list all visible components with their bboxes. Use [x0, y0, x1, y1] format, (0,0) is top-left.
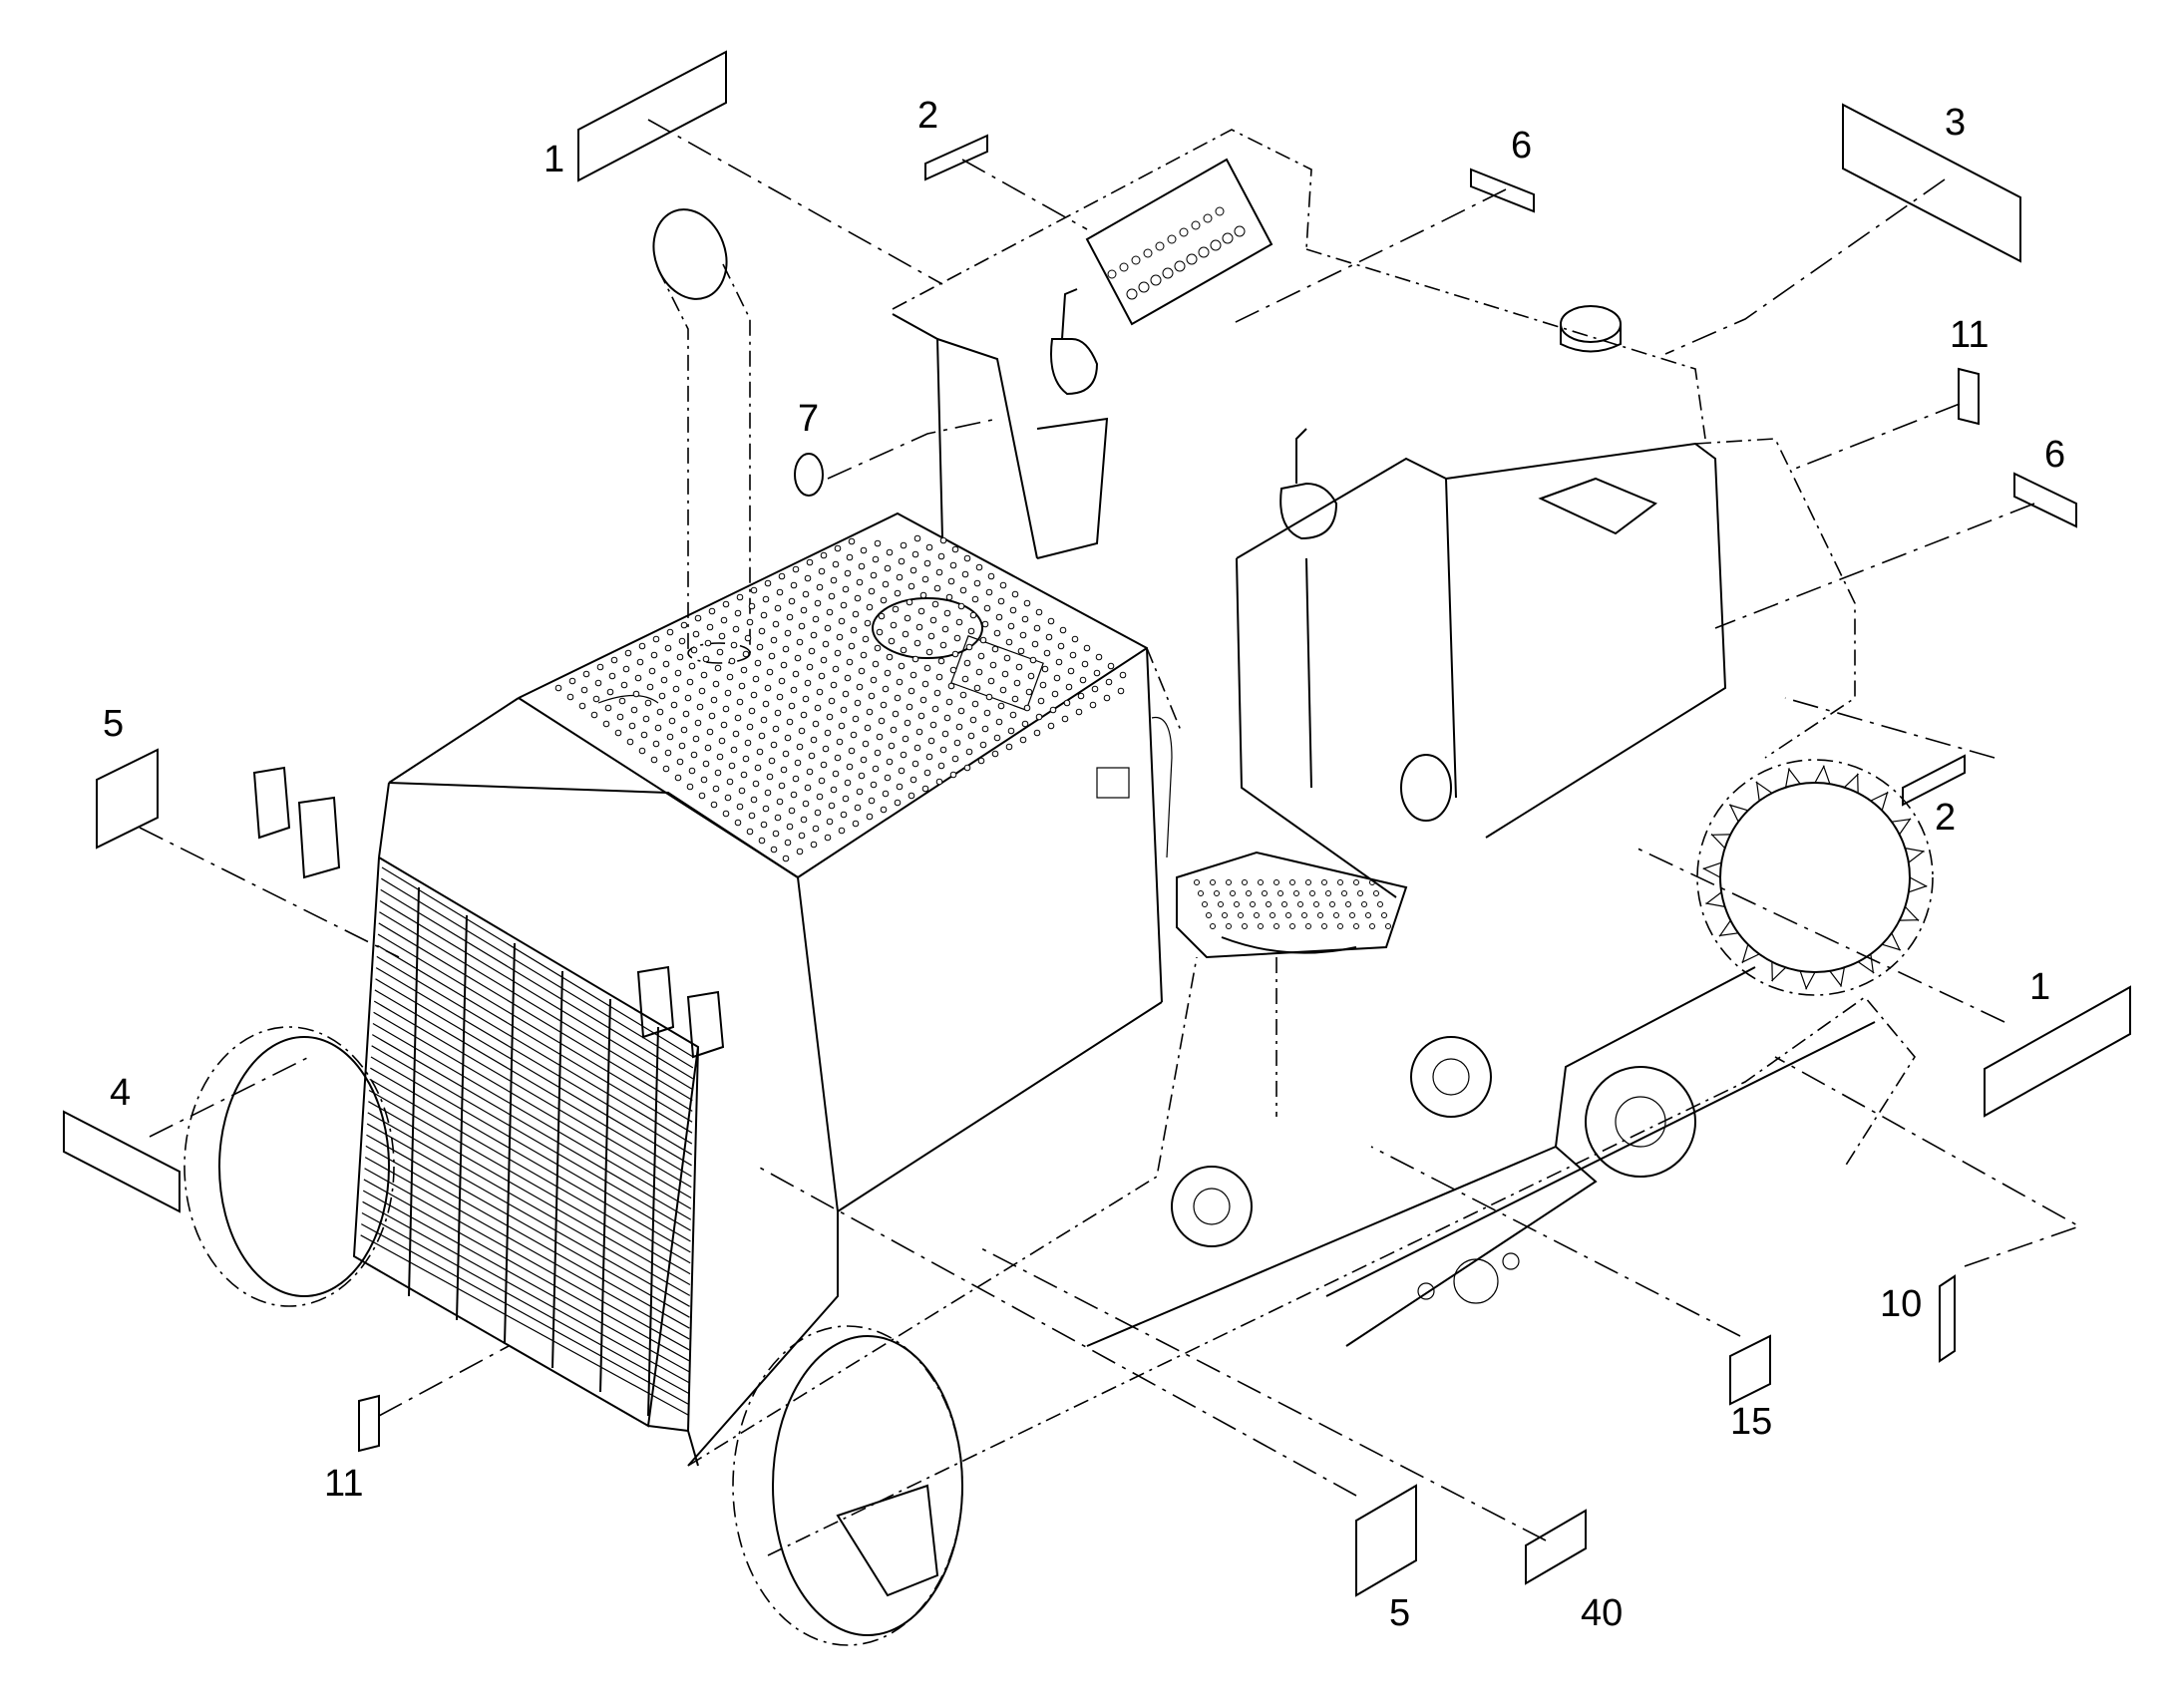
callout-5-left: 5: [103, 703, 124, 745]
callout-10: 10: [1880, 1283, 1922, 1325]
callout-2-top: 2: [917, 95, 938, 137]
callout-5-bottom: 5: [1389, 1592, 1410, 1634]
decals: [63, 50, 2131, 1597]
callout-4: 4: [110, 1072, 131, 1114]
decal-6-right: [2013, 472, 2077, 528]
decal-6-top: [1470, 168, 1535, 213]
decal-4: [63, 1110, 181, 1213]
decal-40: [1525, 1509, 1587, 1585]
work-lights: [252, 766, 725, 1059]
engine-hood: [378, 512, 1183, 1212]
callout-6-top: 6: [1511, 125, 1532, 167]
leader-lines: [139, 119, 2081, 1541]
callout-6-right: 6: [2044, 434, 2065, 476]
callout-11-right: 11: [1950, 314, 1989, 356]
callout-1-top: 1: [544, 139, 564, 180]
radiator-grille: [352, 856, 700, 1432]
callout-15: 15: [1730, 1401, 1772, 1443]
hood-perforation: [554, 534, 1391, 929]
decal-10: [1939, 1274, 1956, 1363]
decal-15: [1729, 1334, 1771, 1406]
decal-2-top: [924, 134, 988, 181]
callout-11-bottom: 11: [324, 1463, 363, 1505]
decal-1-top: [577, 50, 727, 182]
track-assembly: [183, 759, 1934, 1646]
callout-labels: 1 2 6 3 11 6 7 5 2 1 4 10 15 11 5 40: [103, 95, 2065, 1634]
callout-2-right: 2: [1935, 797, 1956, 839]
operator-area: [892, 129, 1856, 898]
decal-1-right: [1984, 985, 2131, 1118]
exhaust-stack: [652, 208, 751, 664]
callout-7: 7: [798, 398, 819, 440]
decal-2-right: [1902, 754, 1966, 807]
decal-5-left: [96, 748, 159, 850]
engine-side: [687, 716, 1198, 1467]
bulldozer-illustration: [183, 129, 1934, 1646]
callout-1-right: 1: [2029, 966, 2050, 1008]
decal-7: [794, 453, 824, 497]
decal-5-bottom: [1355, 1484, 1417, 1597]
step-plate: [1176, 851, 1408, 1117]
decal-11-bottom: [358, 1394, 380, 1453]
decal-11-right: [1958, 367, 1980, 426]
decal-3: [1842, 103, 2021, 263]
callout-3: 3: [1945, 102, 1966, 144]
callout-40: 40: [1581, 1592, 1623, 1634]
